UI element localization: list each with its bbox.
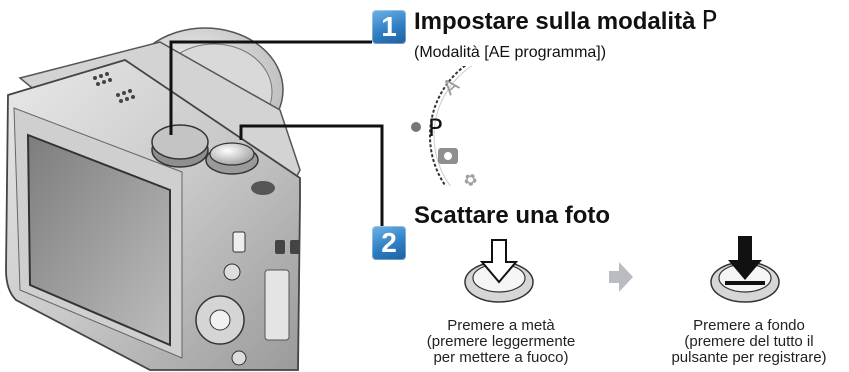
caption-line: (premere del tutto il: [684, 333, 814, 350]
full-press-illustration: [710, 236, 780, 303]
full-press-arrow-icon: [728, 236, 762, 280]
caption-line: (premere leggermente: [426, 333, 576, 350]
caption-line: Premere a metà: [447, 317, 555, 334]
step-1-title-text: Impostare sulla modalità: [414, 8, 696, 35]
caption-line: pulsante per registrare): [671, 349, 827, 366]
program-mode-symbol: P: [701, 6, 718, 36]
right-arrow-icon: [609, 262, 633, 292]
half-press-illustration: [464, 239, 534, 303]
dial-selected-mode: P: [428, 114, 442, 142]
half-press-caption: Premere a metà (premere leggermente per …: [418, 318, 584, 366]
step-2-badge: 2: [372, 226, 406, 260]
dial-indicator-dot: [411, 122, 421, 132]
half-press-arrow-icon: [479, 239, 519, 284]
mode-dial-closeup: A ✿ P: [411, 66, 550, 186]
step-1-badge: 1: [372, 10, 406, 44]
step-2-title: Scattare una foto: [414, 202, 611, 229]
full-press-caption: Premere a fondo (premere del tutto il pu…: [654, 318, 844, 366]
step-1-subtitle: (Modalità [AE programma]): [414, 44, 607, 61]
caption-line: Premere a fondo: [693, 317, 805, 334]
caption-line: per mettere a fuoco): [433, 349, 569, 366]
